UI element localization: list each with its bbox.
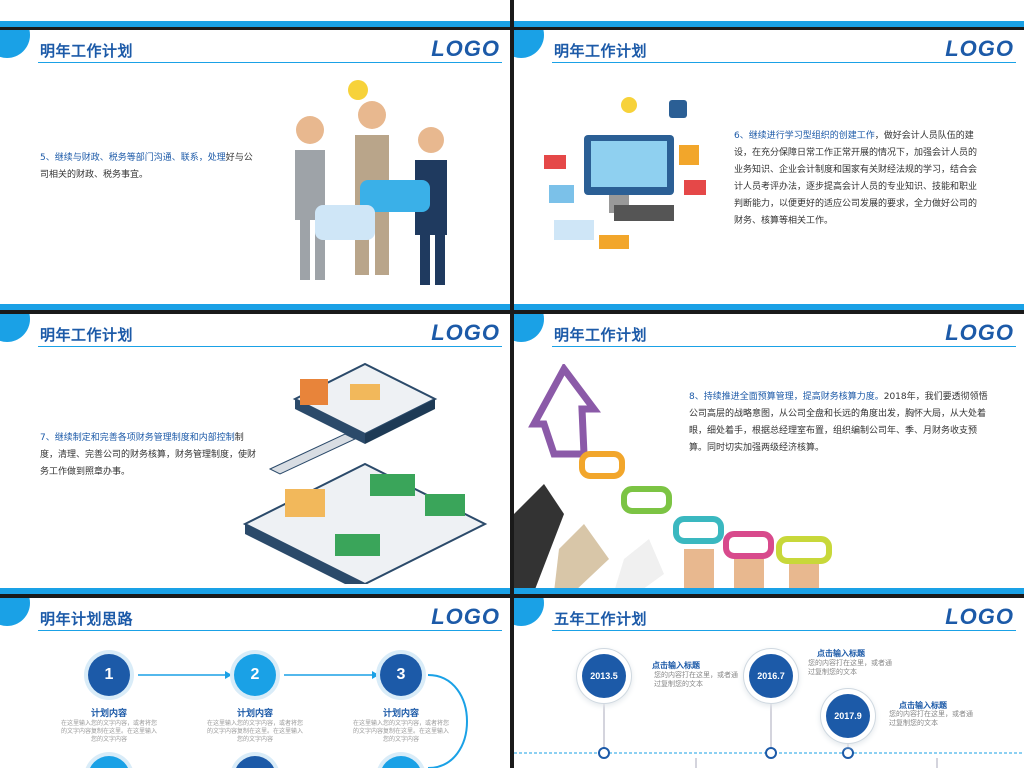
logo: LOGO — [945, 36, 1014, 61]
timeline-dot — [598, 747, 610, 759]
step-label-3: 计划内容 — [382, 709, 419, 719]
header-divider — [552, 346, 1016, 347]
slide-body-text: 8、持续推进全面预算管理，提高财务核算力度。2018年，我们要透彻领悟公司高层的… — [689, 389, 989, 457]
step-circle-1: 1 — [88, 654, 130, 696]
text-lead: 7、继续制定和完善各项财务管理制度和内部控制 — [40, 433, 235, 443]
slide-title: 明年工作计划 — [554, 42, 648, 60]
step-desc-1: 在这里输入您的文字内容，或者将您的文字内容复制在这里。在这里输入您的文字内容 — [60, 720, 157, 743]
slide-title: 明年工作计划 — [554, 326, 648, 344]
header-divider — [38, 346, 502, 347]
slide-title: 明年计划思路 — [40, 610, 134, 628]
step-desc-3: 在这里输入您的文字内容，或者将您的文字内容复制在这里。在这里输入您的文字内容 — [352, 720, 449, 743]
text-rest: 2018年，我们要透彻领悟公司高层的战略意图，从公司全盘和长远的角度出发，胸怀大… — [689, 392, 988, 453]
timeline-dot — [842, 747, 854, 759]
step-label-2: 计划内容 — [236, 709, 273, 719]
step-label-1: 计划内容 — [90, 709, 127, 719]
text-lead: 8、持续推进全面预算管理，提高财务核算力度。 — [689, 392, 884, 402]
milestone-title-3[interactable]: 点击输入标题 — [899, 701, 947, 710]
milestone-year-1: 2013.5 — [582, 654, 626, 698]
accent-bar — [0, 21, 510, 27]
step-circle-partial — [380, 756, 422, 768]
accent-bar — [0, 588, 510, 594]
office-tools-illustration — [544, 97, 706, 249]
accent-bar — [514, 304, 1024, 310]
header-divider — [552, 630, 1016, 631]
header-divider — [38, 62, 502, 63]
logo: LOGO — [431, 320, 500, 345]
milestone-year-3: 2017.9 — [826, 694, 870, 738]
text-lead: 5、继续与财政、税务等部门沟通、联系，处理 — [40, 153, 226, 163]
step-circle-partial — [234, 756, 276, 768]
text-rest: ，做好会计人员队伍的建设，在充分保障日常工作正常开展的情况下，加强会计人员的业务… — [734, 131, 978, 226]
slide-title: 明年工作计划 — [40, 42, 134, 60]
flow-arrows — [138, 671, 468, 768]
text-rest: 制度，清理、完善公司的财务核算，财务管理制度，使财务工作做到照章办事。 — [40, 433, 257, 477]
text-rest: 好与公司相关的财政、税务事宜。 — [40, 153, 253, 180]
header-circle — [0, 30, 30, 58]
logo: LOGO — [945, 320, 1014, 345]
slide-title: 明年工作计划 — [40, 326, 134, 344]
header-circle — [514, 314, 544, 342]
timeline-dot — [765, 747, 777, 759]
logo: LOGO — [945, 604, 1014, 629]
accent-bar — [514, 588, 1024, 594]
accent-bar — [514, 21, 1024, 27]
slide-body-text: 6、继续进行学习型组织的创建工作，做好会计人员队伍的建设，在充分保障日常工作正常… — [734, 128, 979, 230]
top-partial-slide-right — [514, 0, 1024, 27]
slide-3[interactable]: 明年工作计划 LOGO 7、继续制定和完善各项财务管理制度和内部控制制度，清理、… — [0, 314, 510, 594]
slide-body-text: 7、继续制定和完善各项财务管理制度和内部控制制度，清理、完善公司的财务核算，财务… — [40, 430, 260, 481]
milestone-desc-1: 您的内容打在这里，或者通过复制您的文本 — [654, 671, 738, 688]
milestone-year-2: 2016.7 — [749, 654, 793, 698]
milestone-title-2[interactable]: 点击输入标题 — [817, 649, 865, 658]
logo: LOGO — [431, 36, 500, 61]
slide-4[interactable]: 明年工作计划 LOGO 8、持续推进全面预算管理，提高财务核算力度。2018年，… — [514, 314, 1024, 594]
hands-holding-links-illustration — [514, 364, 832, 592]
header-circle — [0, 314, 30, 342]
slide-body-text: 5、继续与财政、税务等部门沟通、联系，处理好与公司相关的财政、税务事宜。 — [40, 150, 260, 184]
header-divider — [38, 630, 502, 631]
business-people-illustration — [295, 80, 447, 285]
logo: LOGO — [431, 604, 500, 629]
milestone-desc-3: 您的内容打在这里，或者通过复制您的文本 — [889, 710, 973, 727]
slide-1[interactable]: 明年工作计划 LOGO 5、继续与财政、税务等部门沟通、联系，处理好与公司相关的… — [0, 30, 510, 310]
slide-5[interactable]: 明年计划思路 LOGO 1 2 3 计划内容 计划内容 计划内容 在这里输入您的… — [0, 598, 510, 768]
text-lead: 6、继续进行学习型组织的创建工作 — [734, 131, 875, 141]
header-divider — [552, 62, 1016, 63]
step-desc-2: 在这里输入您的文字内容，或者将您的文字内容复制在这里。在这里输入您的文字内容 — [206, 720, 303, 743]
step-circle-2: 2 — [234, 654, 276, 696]
isometric-office-illustration — [242, 362, 488, 584]
step-circle-3: 3 — [380, 654, 422, 696]
slide-2[interactable]: 明年工作计划 LOGO 6、继续进行学习型组织的创建工作，做好会计人员队伍的建设… — [514, 30, 1024, 310]
top-partial-slide-left — [0, 0, 510, 27]
header-circle — [514, 30, 544, 58]
step-circle-partial — [88, 756, 130, 768]
slide-title: 五年工作计划 — [554, 610, 648, 628]
milestone-desc-2: 您的内容打在这里，或者通过复制您的文本 — [808, 659, 892, 676]
accent-bar — [0, 304, 510, 310]
milestone-title-1[interactable]: 点击输入标题 — [652, 661, 700, 670]
slide-6[interactable]: 五年工作计划 LOGO 2013.5 2016.7 2017.9 点击输入标题 … — [514, 598, 1024, 768]
